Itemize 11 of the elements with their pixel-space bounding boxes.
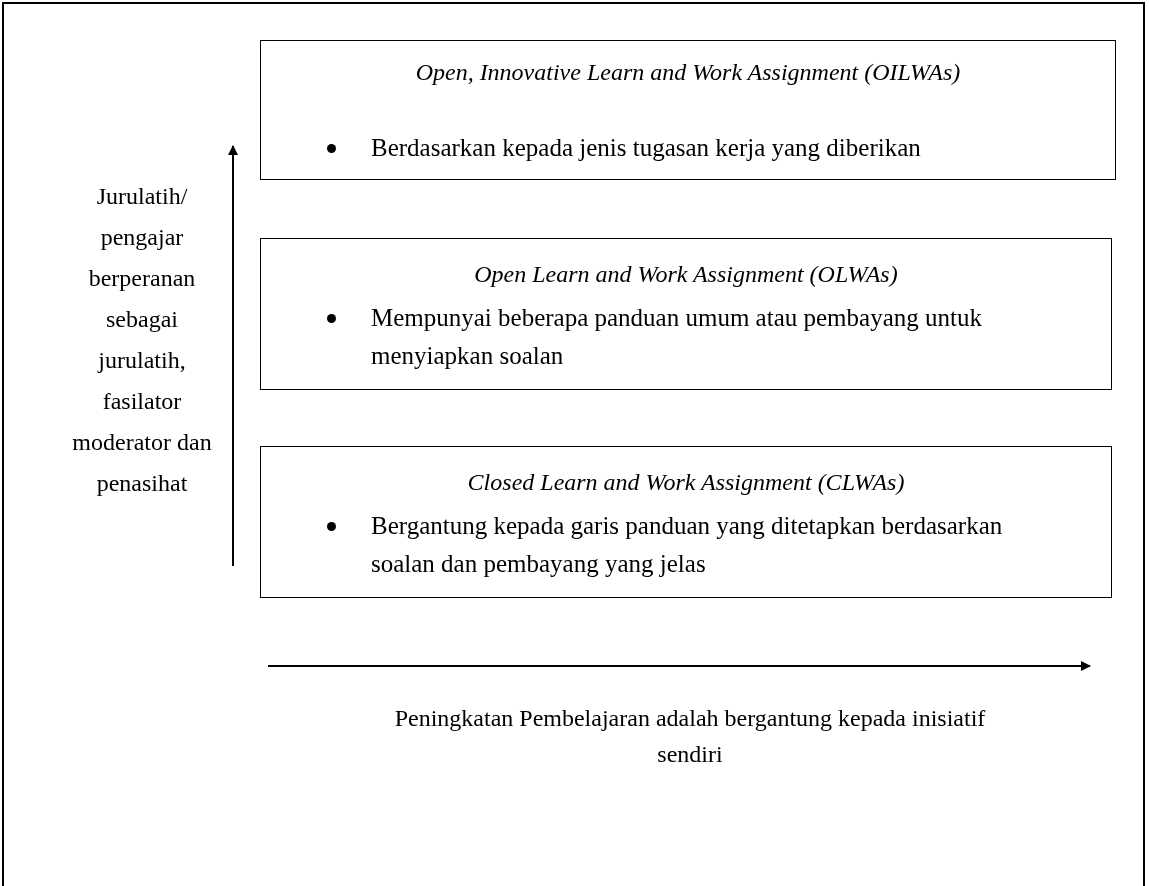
assignment-title: Closed Learn and Work Assignment (CLWAs): [466, 469, 906, 496]
bullet-text: Berdasarkan kepada jenis tugasan kerja yang diberikan: [371, 133, 922, 163]
assignment-box: [260, 446, 1112, 598]
role-label: Jurulatih/ pengajar berperanan sebagai jurulatih, fasilator moderator dan penasihat: [71, 182, 213, 498]
assignment-title: Open, Innovative Learn and Work Assignment (OILWAs): [414, 59, 962, 86]
assignment-title: Open Learn and Work Assignment (OLWAs): [473, 261, 899, 288]
bullet-text: Mempunyai beberapa panduan umum atau pembayang untuk menyiapkan soalan: [371, 303, 983, 371]
assignment-box: [260, 40, 1116, 180]
axis-label: Peningkatan Pembelajaran adalah bergantung kepada inisiatif sendiri: [393, 704, 987, 769]
bullet-text: Bergantung kepada garis panduan yang ditetapkan berdasarkan soalan dan pembayang yang jelas: [371, 511, 1004, 579]
assignment-box: [260, 238, 1112, 390]
